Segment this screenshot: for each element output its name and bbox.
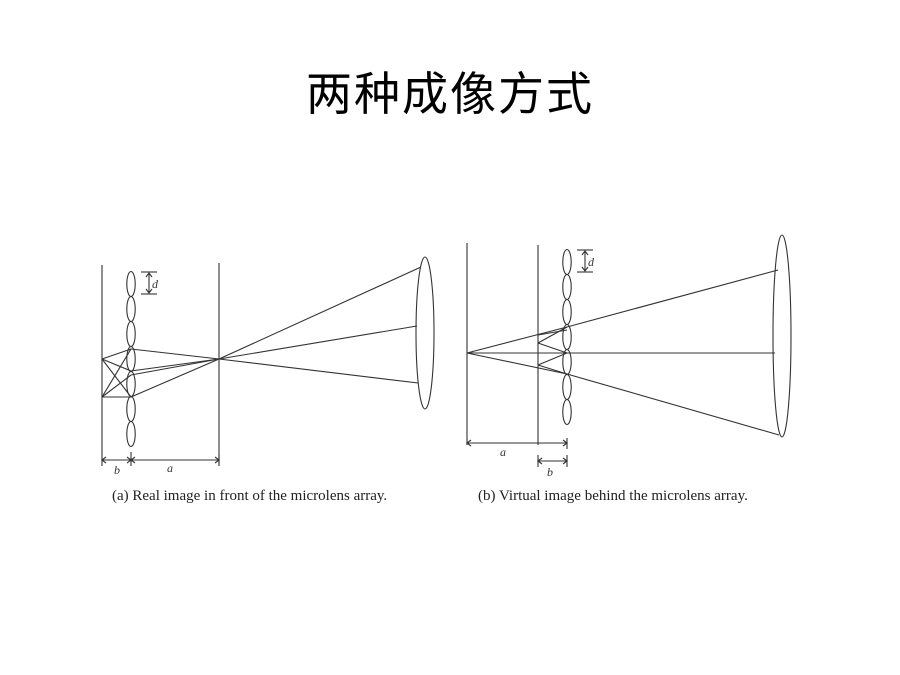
panel-a-microlens-array <box>126 270 136 448</box>
panel-b-caption: (b) Virtual image behind the microlens a… <box>478 488 748 504</box>
panel-a-caption: (a) Real image in front of the microlens… <box>112 488 388 504</box>
panel-b-dimension-b <box>537 455 568 467</box>
panel-a-dimension-d <box>141 271 157 295</box>
panel-a-dimension-ba <box>101 452 220 466</box>
panel-a-main-lens <box>415 256 435 410</box>
panel-a-label-d: d <box>152 277 159 291</box>
panel-b-label-b: b <box>547 465 553 479</box>
panel-a-real-image <box>101 256 435 466</box>
panel-b-main-lens <box>772 234 792 438</box>
panel-b-rays <box>466 269 780 436</box>
panel-b-microlens-array <box>562 248 572 426</box>
panel-b-label-a: a <box>500 445 506 459</box>
panel-b-dimension-d <box>577 249 593 273</box>
panel-a-label-b: b <box>114 463 120 477</box>
panel-b-virtual-image <box>466 234 792 467</box>
panel-b-label-d: d <box>588 255 595 269</box>
panel-a-label-a: a <box>167 461 173 475</box>
panel-a-rays <box>101 266 422 398</box>
panel-b-dimension-a <box>466 438 568 449</box>
slide-title: 两种成像方式 <box>306 67 594 121</box>
